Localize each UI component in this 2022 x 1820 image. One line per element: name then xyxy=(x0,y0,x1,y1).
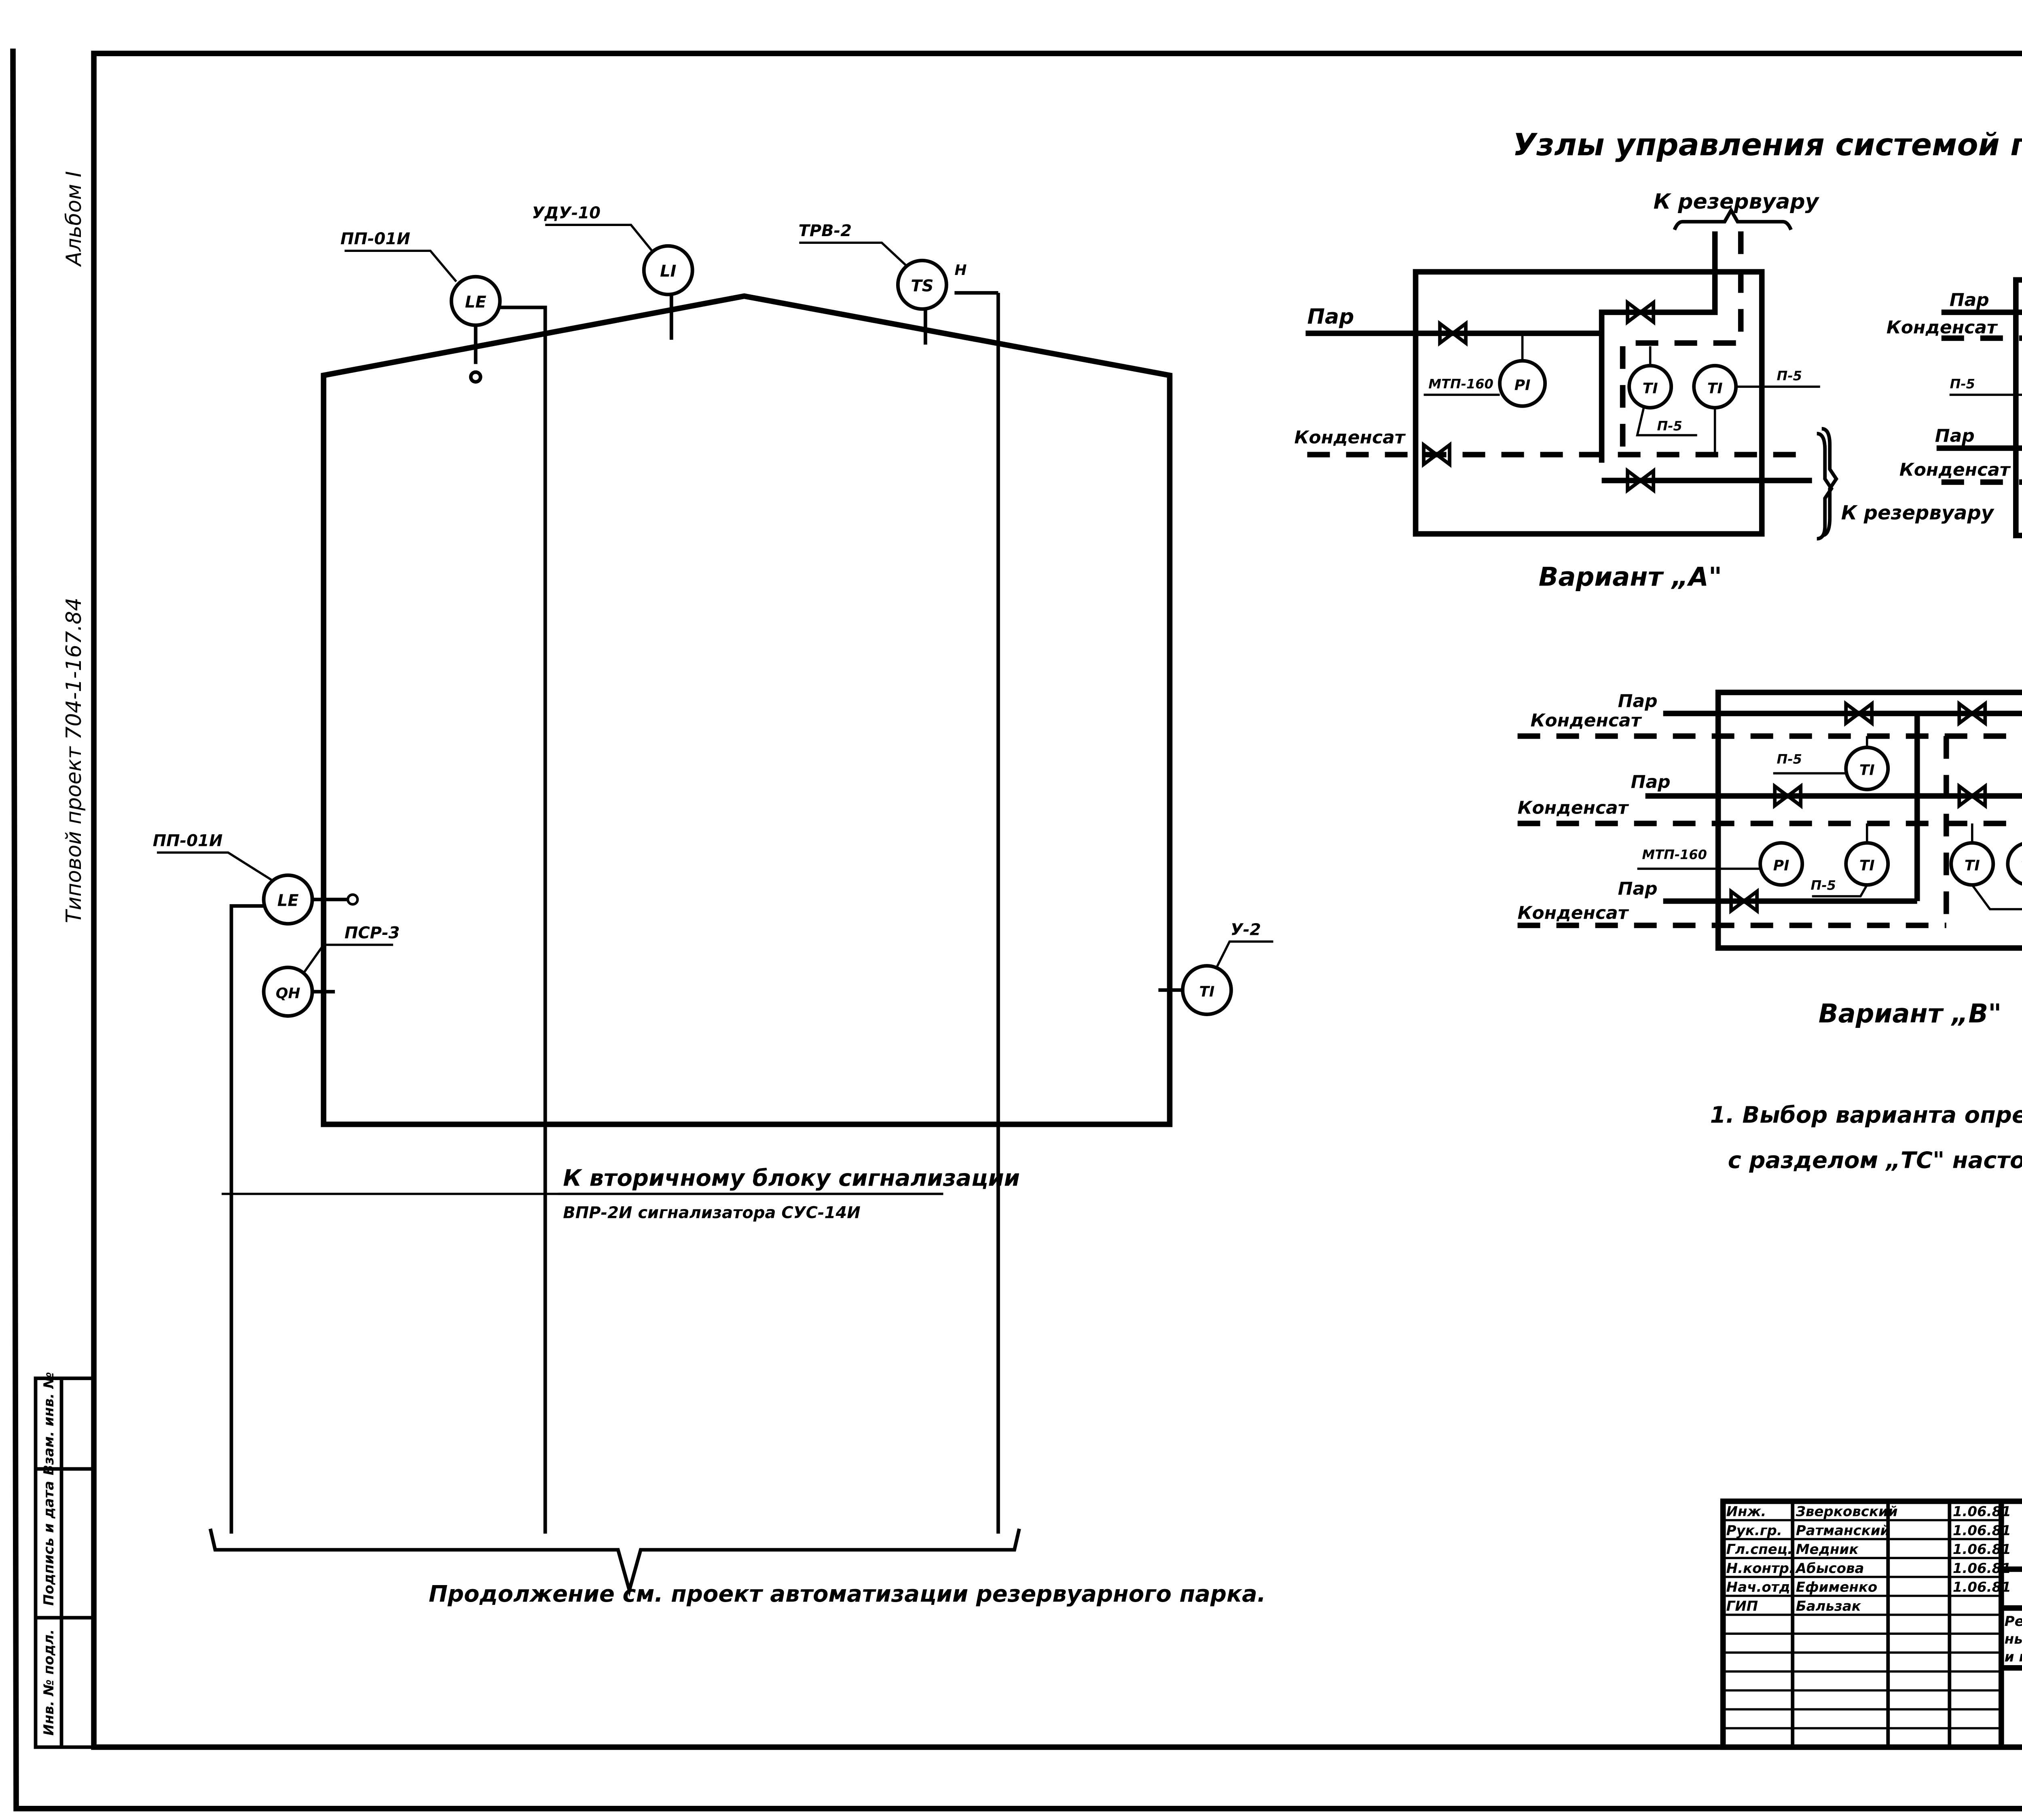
steam-label-2: Пар xyxy=(1631,772,1671,792)
instrument-tag: TI xyxy=(1965,857,1980,874)
instrument-device: У-2 xyxy=(1231,921,1261,939)
variant-a: PI МТП-160 TI П-5 TI П-5 Пар Конденсат К… xyxy=(1294,190,1995,592)
signal-note-line1: К вторичному блоку сигнализации xyxy=(563,1165,1020,1192)
steam-label-2: Пар xyxy=(1935,425,1975,446)
title-block-role: Нач.отд. xyxy=(1726,1579,1796,1596)
heating-title: Узлы управления системой подогрева xyxy=(1513,127,2022,163)
title-block-name: Ефименко xyxy=(1796,1579,1878,1596)
note-line1: 1. Выбор варианта определяется в соответ… xyxy=(1710,1102,2022,1129)
variant-v: TI П-5 PI МТП-160 TI П-5 TI П-5 TI П-5 П… xyxy=(1518,689,2022,1029)
steam-label-1: Пар xyxy=(1950,290,1989,310)
title-block-role: ГИП xyxy=(1726,1598,1758,1614)
condensate-label: Конденсат xyxy=(1294,427,1406,448)
to-tank-side-label: К резервуару xyxy=(1841,501,1995,524)
condensate-label-1: Конденсат xyxy=(1887,317,1998,338)
steam-label-1: Пар xyxy=(1618,691,1658,711)
instrument-ti-side: TI У-2 xyxy=(1158,921,1273,1016)
instrument-tag: TI xyxy=(1707,380,1723,397)
instrument-tag: TI xyxy=(1859,857,1875,874)
steam-label: Пар xyxy=(1307,304,1354,329)
object-line3: и нефтепродуктов емк. 2000 м³ xyxy=(2005,1649,2022,1665)
instrument-tag: LE xyxy=(465,293,486,311)
title-block-date: 1.06.81 xyxy=(1953,1541,2011,1558)
condensate-label-1: Конденсат xyxy=(1531,710,1642,731)
stamp-label-signature-date: Подпись и дата xyxy=(41,1481,57,1606)
instrument-tag: QH xyxy=(276,985,300,1002)
title-block-date: 1.06.81 xyxy=(1953,1579,2011,1596)
instrument-device: П-5 xyxy=(1811,877,1836,893)
title-block-name: Медник xyxy=(1796,1541,1859,1558)
signal-note-line2: ВПР-2И сигнализатора СУС-14И xyxy=(563,1204,860,1222)
instrument-device: П-5 xyxy=(1777,751,1802,767)
instrument-le-roof: LE ПП-01И xyxy=(341,230,502,384)
title-block-role: Гл.спец. xyxy=(1726,1541,1793,1558)
title-block-role: Рук.гр. xyxy=(1726,1522,1782,1539)
instrument-ts-roof: TS Н ТРВ-2 xyxy=(799,222,967,345)
instrument-tag: TI xyxy=(1643,380,1658,397)
variant-v-caption: Вариант „В" xyxy=(1819,999,2002,1029)
condensate-label-2: Конденсат xyxy=(1518,797,1629,818)
steam-label-3: Пар xyxy=(1618,878,1658,899)
title-block-name: Абысова xyxy=(1795,1560,1864,1577)
title-block-date: 1.06.81 xyxy=(1953,1504,2011,1520)
object-line1: Резервуар стальной вертикаль- xyxy=(2005,1613,2022,1630)
side-project-label: Типовой проект 704-1-167.84 xyxy=(62,598,86,923)
instrument-device: П-5 xyxy=(1657,418,1682,433)
instrument-tag: TI xyxy=(2021,857,2022,874)
variant-b: TI П-5 PI МТП-160 TI П-5 TI П-5 Пар Конд… xyxy=(1817,277,2022,541)
instrument-device: ПСР-3 xyxy=(345,924,400,943)
instrument-tag: TI xyxy=(1199,984,1214,1000)
instrument-device: МТП-160 xyxy=(1642,847,1707,862)
instrument-device: ТРВ-2 xyxy=(799,222,852,240)
object-line2: ный цилиндрический для нефти xyxy=(2005,1631,2022,1647)
instrument-device: ПП-01И xyxy=(153,831,223,850)
instrument-device: П-5 xyxy=(1950,376,1975,391)
to-tank-top-label: К резервуару xyxy=(1654,190,1820,214)
condensate-label-3: Конденсат xyxy=(1518,903,1629,924)
title-block-name: Ратманский xyxy=(1796,1522,1890,1539)
instrument-tag: PI xyxy=(1514,377,1531,393)
album-label: Альбом I xyxy=(62,171,86,267)
instrument-device: МТП-160 xyxy=(1428,376,1493,391)
variant-a-caption: Вариант „А" xyxy=(1539,562,1722,592)
instrument-tag: LI xyxy=(660,262,676,281)
condensate-label-2: Конденсат xyxy=(1899,459,2011,480)
instrument-tag: LE xyxy=(277,891,299,910)
instrument-qh-side: QH ПСР-3 xyxy=(262,924,400,1018)
title-block-name: Бальзак xyxy=(1796,1598,1861,1614)
instrument-li-roof: LI УДУ-10 xyxy=(532,204,694,340)
stamp-label-replaced-inv: Взам. инв. № xyxy=(41,1372,57,1475)
tank-outline xyxy=(321,293,1173,1127)
stamp-columns: Взам. инв. № Подпись и дата Инв. № подл. xyxy=(34,1372,96,1749)
instrument-device: П-5 xyxy=(1777,368,1802,383)
instrument-suffix: Н xyxy=(954,262,967,279)
instrument-le-side: LE ПП-01И xyxy=(153,831,359,926)
instrument-tag: TI xyxy=(1859,762,1875,778)
stamp-label-orig-inv: Инв. № подл. xyxy=(41,1629,57,1735)
title-block-role: Инж. xyxy=(1726,1504,1766,1520)
instrument-tag: PI xyxy=(1773,857,1789,874)
title-block-role: Н.контр. xyxy=(1726,1560,1794,1577)
instrument-device: УДУ-10 xyxy=(532,204,601,222)
continuation-note: Продолжение см. проект автоматизации рез… xyxy=(429,1581,1266,1607)
tank-scheme: LE ПП-01И LI УДУ-10 TS Н ТРВ-2 LE ПП-01И xyxy=(153,204,1273,1607)
instrument-tag: TS xyxy=(911,277,933,295)
title-block-date: 1.06.81 xyxy=(1953,1522,2011,1539)
title-block-name: Зверковский xyxy=(1796,1504,1898,1520)
instrument-device: ПП-01И xyxy=(341,230,410,248)
continuation-brace xyxy=(208,1528,1021,1597)
